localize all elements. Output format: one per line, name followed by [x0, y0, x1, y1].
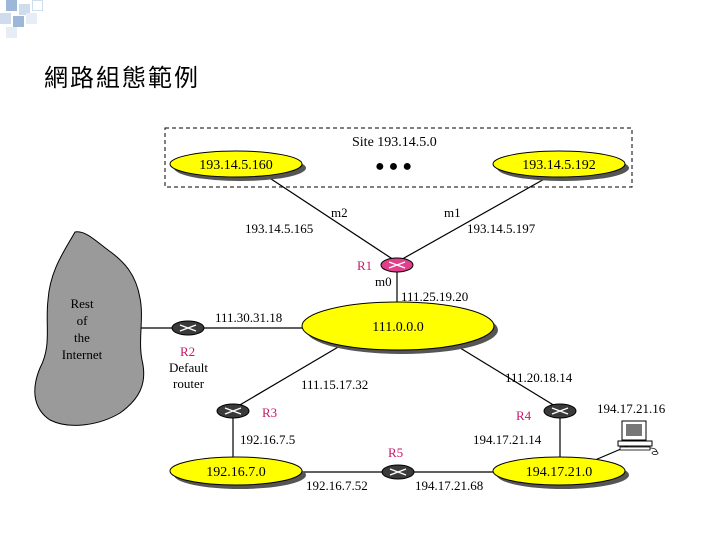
ip-r5-right: 194.17.21.68 [415, 478, 483, 493]
ip-host: 194.17.21.16 [597, 401, 666, 416]
ip-r3-top: 111.15.17.32 [301, 377, 368, 392]
network-193-14-5-192: 193.14.5.192 [492, 150, 629, 181]
ip-r4-top: 111.20.18.14 [505, 370, 573, 385]
interface-m1-label: m1 [444, 205, 461, 220]
network-192-16-7-0: 192.16.7.0 [169, 456, 306, 489]
cloud-line-2: of [77, 313, 89, 328]
site-box [164, 127, 633, 188]
router-r5-icon [381, 464, 415, 480]
router-r2-desc-1: Default [169, 360, 208, 375]
network-111-0-0-0: 111.0.0.0 [301, 301, 498, 354]
internet-cloud [34, 231, 145, 426]
ip-r1-m0: 111.25.19.20 [401, 289, 468, 304]
network-193-14-5-160: 193.14.5.160 [169, 150, 306, 181]
network-label: 111.0.0.0 [372, 320, 423, 335]
network-label: 193.14.5.160 [199, 158, 273, 173]
interface-m0-label: m0 [375, 274, 392, 289]
slide-title: 網路組態範例 [44, 64, 200, 92]
ip-r3-bottom: 192.16.7.5 [240, 432, 295, 447]
corner-decoration [0, 0, 60, 40]
cloud-line-3: the [74, 330, 90, 345]
network-label: 192.16.7.0 [206, 465, 266, 480]
site-ellipsis: ● ● ● [375, 158, 412, 175]
network-label: 194.17.21.0 [526, 465, 593, 480]
ip-m2: 193.14.5.165 [245, 221, 313, 236]
router-r2-icon [171, 320, 205, 336]
network-label: 193.14.5.192 [522, 158, 596, 173]
ip-r5-left: 192.16.7.52 [306, 478, 368, 493]
ip-r4-bottom: 194.17.21.14 [473, 432, 542, 447]
computer-icon [617, 420, 659, 455]
router-r2-desc-2: router [173, 376, 205, 391]
ip-m1: 193.14.5.197 [467, 221, 536, 236]
site-label: Site 193.14.5.0 [352, 135, 437, 150]
router-r3-label: R3 [262, 405, 277, 420]
router-r5-label: R5 [388, 445, 403, 460]
cloud-line-1: Rest [70, 296, 94, 311]
cloud-line-4: Internet [62, 347, 103, 362]
router-r1-icon [380, 257, 414, 273]
router-r4-icon [543, 403, 577, 419]
router-r1-label: R1 [357, 258, 372, 273]
router-r4-label: R4 [516, 408, 532, 423]
router-r3-icon [216, 403, 250, 419]
network-194-17-21-0: 194.17.21.0 [492, 456, 629, 489]
interface-m2-label: m2 [331, 205, 348, 220]
ip-r2: 111.30.31.18 [215, 310, 282, 325]
router-r2-label: R2 [180, 344, 195, 359]
